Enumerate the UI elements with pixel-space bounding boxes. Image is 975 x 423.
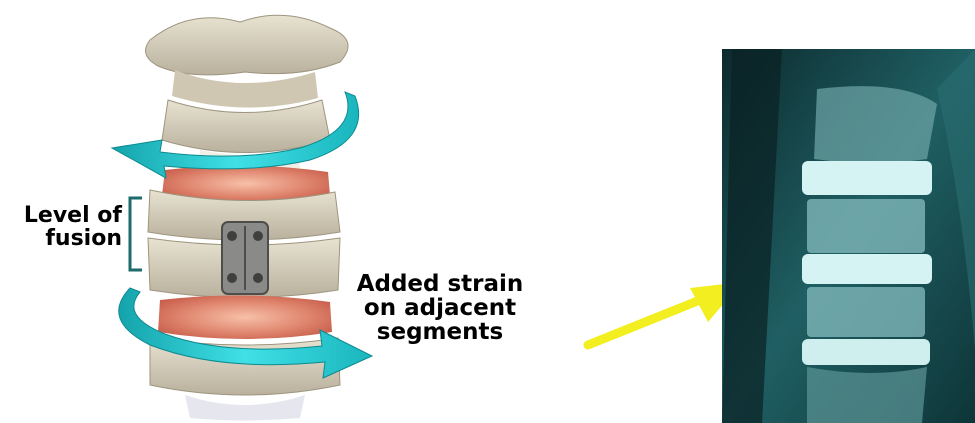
vertebra-top [146, 15, 349, 107]
added-strain-line-2: on adjacent [342, 296, 538, 320]
added-strain-line-3: segments [342, 320, 538, 344]
added-strain-label: Added strain on adjacent segments [342, 272, 538, 344]
xray-image [722, 49, 975, 423]
level-of-fusion-line-1: Level of [6, 204, 122, 227]
level-of-fusion-line-2: fusion [6, 227, 122, 250]
fusion-plate [222, 222, 268, 294]
fusion-bracket [130, 198, 142, 270]
disc-lower [158, 295, 332, 339]
arrow-right-icon [588, 282, 742, 345]
level-of-fusion-label: Level of fusion [6, 204, 122, 250]
added-strain-line-1: Added strain [342, 272, 538, 296]
